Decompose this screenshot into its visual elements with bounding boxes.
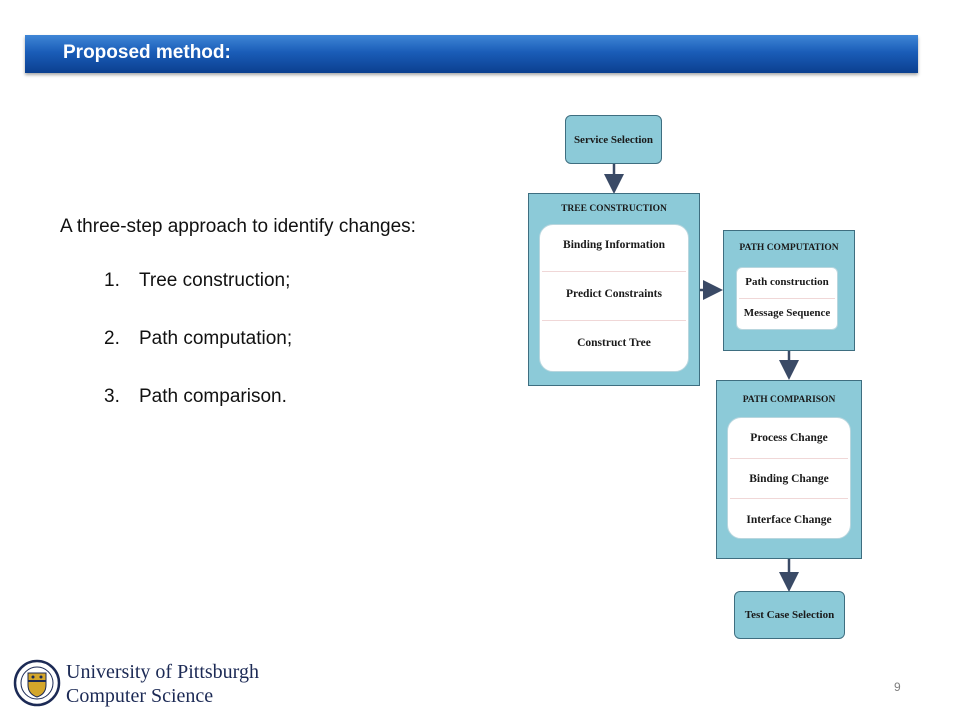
footer-university-name: University of Pittsburgh xyxy=(66,661,259,683)
tree-item-predict-constraints: Predict Constraints xyxy=(566,288,662,300)
step-number: 3. xyxy=(104,386,120,407)
tree-item-construct-tree: Construct Tree xyxy=(577,337,651,349)
steps-list: 1. Tree construction; 2. Path computatio… xyxy=(104,270,292,444)
test-case-selection-label: Test Case Selection xyxy=(744,609,835,621)
tree-construction-panel: Binding Information Predict Constraints … xyxy=(539,224,689,372)
list-item: 3. Path comparison. xyxy=(104,386,292,444)
comparison-item-process-change: Process Change xyxy=(750,432,828,444)
step-number: 1. xyxy=(104,270,120,291)
step-text: Tree construction; xyxy=(139,270,291,291)
path-computation-panel: Path construction Message Sequence xyxy=(736,267,838,330)
service-selection-label: Service Selection xyxy=(573,133,654,146)
computation-item-path-construction: Path construction xyxy=(745,276,829,288)
title-bar: Proposed method: xyxy=(25,35,918,73)
path-comparison-panel: Process Change Binding Change Interface … xyxy=(727,417,851,539)
intro-text: A three-step approach to identify change… xyxy=(60,216,416,237)
list-item: 1. Tree construction; xyxy=(104,270,292,328)
university-seal-logo xyxy=(13,659,61,712)
slide-title: Proposed method: xyxy=(63,42,231,63)
path-comparison-box: PATH COMPARISON Process Change Binding C… xyxy=(716,380,862,559)
comparison-item-interface-change: Interface Change xyxy=(746,514,832,526)
path-comparison-header: PATH COMPARISON xyxy=(742,395,836,405)
step-text: Path computation; xyxy=(139,328,293,349)
flow-arrows xyxy=(604,163,799,592)
seal-icon xyxy=(13,659,61,707)
tree-construction-box: TREE CONSTRUCTION Binding Information Pr… xyxy=(528,193,700,386)
page-number: 9 xyxy=(894,680,901,694)
computation-item-message-sequence: Message Sequence xyxy=(743,307,831,319)
comparison-item-binding-change: Binding Change xyxy=(749,473,829,485)
list-item: 2. Path computation; xyxy=(104,328,292,386)
tree-item-binding-information: Binding Information xyxy=(563,239,665,251)
footer-department-name: Computer Science xyxy=(66,685,214,707)
step-text: Path comparison. xyxy=(139,386,287,407)
path-computation-header: PATH COMPUTATION xyxy=(739,243,839,253)
path-computation-box: PATH COMPUTATION Path construction Messa… xyxy=(723,230,855,351)
step-number: 2. xyxy=(104,328,120,349)
service-selection-box: Service Selection xyxy=(565,115,662,164)
tree-construction-header: TREE CONSTRUCTION xyxy=(561,204,667,214)
test-case-selection-box: Test Case Selection xyxy=(734,591,845,639)
